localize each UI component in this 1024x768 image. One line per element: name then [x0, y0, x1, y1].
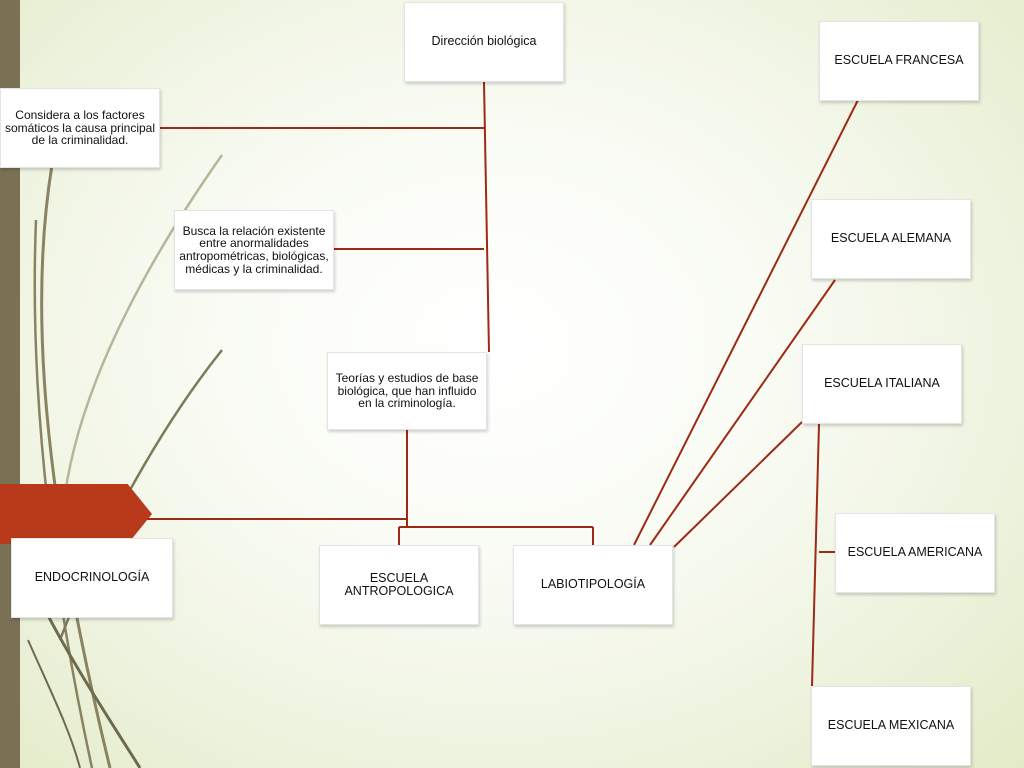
node-root-label: Dirección biológica [431, 34, 537, 49]
node-definition-3[interactable]: Teorías y estudios de base biológica, qu… [327, 352, 487, 430]
node-endocrinology-label: ENDOCRINOLOGÍA [34, 570, 150, 585]
connector-to-german [649, 279, 836, 546]
red-arrow-tab [0, 484, 152, 544]
node-school-french[interactable]: ESCUELA FRANCESA [819, 21, 979, 101]
node-school-german[interactable]: ESCUELA ALEMANA [811, 199, 971, 279]
node-anthropological[interactable]: ESCUELA ANTROPOLOGICA [319, 545, 479, 625]
node-definition-3-label: Teorías y estudios de base biológica, qu… [335, 371, 479, 411]
node-definition-1[interactable]: Considera a los factores somáticos la ca… [0, 88, 160, 168]
connector-to-french [633, 99, 859, 546]
node-definition-2[interactable]: Busca la relación existente entre anorma… [174, 210, 334, 290]
node-biotypology-label: LABIOTIPOLOGÍA [540, 577, 646, 592]
stem-curve-5 [38, 599, 142, 768]
node-definition-1-label: Considera a los factores somáticos la ca… [4, 108, 156, 148]
node-school-american-label: ESCUELA AMERICANA [847, 545, 983, 560]
node-school-french-label: ESCUELA FRANCESA [834, 53, 964, 68]
node-school-italian[interactable]: ESCUELA ITALIANA [802, 344, 962, 424]
connector-to-italian [673, 421, 803, 548]
node-school-mexican[interactable]: ESCUELA MEXICANA [811, 686, 971, 766]
node-school-american[interactable]: ESCUELA AMERICANA [835, 513, 995, 593]
stem-curve-1 [40, 164, 112, 768]
node-school-german-label: ESCUELA ALEMANA [830, 231, 952, 246]
connector-root-vertical [483, 81, 490, 353]
node-anthropological-label: ESCUELA ANTROPOLOGICA [344, 570, 454, 598]
connector-italian-vertical [811, 423, 820, 687]
node-biotypology[interactable]: LABIOTIPOLOGÍA [513, 545, 673, 625]
node-definition-2-label: Busca la relación existente entre anorma… [179, 223, 329, 276]
stem-curve-6 [27, 639, 81, 768]
node-school-mexican-label: ESCUELA MEXICANA [827, 718, 955, 733]
node-endocrinology[interactable]: ENDOCRINOLOGÍA [11, 538, 173, 618]
node-root[interactable]: Dirección biológica [404, 2, 564, 82]
node-school-italian-label: ESCUELA ITALIANA [824, 376, 940, 391]
